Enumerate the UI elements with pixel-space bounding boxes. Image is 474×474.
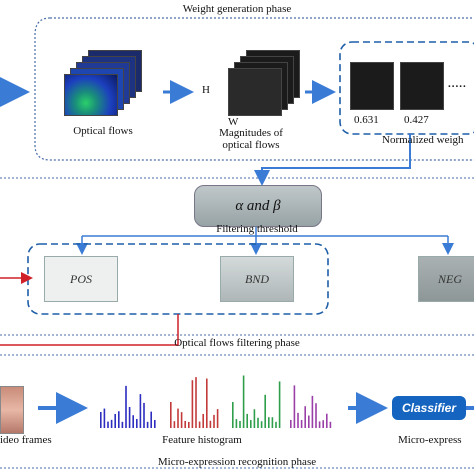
axis-h-label: H	[202, 84, 210, 96]
histogram-bar	[191, 380, 194, 428]
histogram-bar	[136, 418, 138, 428]
weight-thumb-2	[400, 62, 444, 110]
feature-histogram	[100, 375, 332, 428]
histogram-bar	[180, 412, 183, 428]
histogram-bar	[198, 421, 201, 428]
histogram-bar	[235, 419, 238, 428]
histogram-bar	[100, 411, 102, 428]
histogram-bar	[177, 408, 179, 428]
histogram-bar	[293, 385, 296, 428]
alpha-beta-box: α and β	[194, 185, 322, 227]
histogram-bar	[253, 409, 256, 428]
histogram-bar	[311, 395, 314, 428]
optical-flows-label: Optical flows	[73, 125, 133, 137]
histogram-bar	[206, 378, 208, 428]
histogram-bar	[114, 413, 116, 428]
histogram-bar	[257, 417, 259, 428]
histogram-bar	[297, 412, 299, 428]
histogram-bar	[239, 421, 241, 428]
histogram-bar	[278, 381, 281, 428]
histogram-bar	[318, 421, 321, 428]
neg-box: NEG	[418, 256, 474, 302]
histogram-bar	[132, 415, 134, 428]
histogram-bar	[139, 394, 142, 428]
histogram-bar	[304, 406, 306, 428]
video-frames-label: ideo frames	[0, 434, 52, 446]
filtering-phase-title: Optical flows filtering phase	[174, 337, 300, 349]
histogram-bar	[250, 420, 252, 428]
histogram-bar	[125, 385, 127, 428]
normalized-weights-label: Normalized weigh	[382, 134, 464, 146]
weight-thumb-1	[350, 62, 394, 110]
histogram-bar	[154, 420, 156, 428]
histogram-bar	[290, 419, 292, 428]
feature-histogram-label: Feature histogram	[162, 434, 242, 446]
histogram-bar	[173, 421, 176, 428]
histogram-bar	[107, 421, 109, 428]
axis-w-label: W	[228, 116, 239, 128]
histogram-bar	[128, 406, 131, 428]
histogram-bar	[170, 401, 172, 428]
histogram-bar	[121, 421, 124, 428]
histogram-bar	[146, 421, 149, 428]
weight-phase-title: Weight generation phase	[182, 3, 292, 15]
histogram-bar	[110, 419, 113, 428]
histogram-bar	[216, 409, 219, 428]
histogram-bar	[213, 414, 215, 428]
weight-value-2: 0.427	[404, 114, 429, 126]
histogram-bar	[188, 421, 190, 428]
classifier-box: Classifier	[392, 396, 466, 420]
histogram-bar	[326, 413, 328, 428]
histogram-bar	[184, 420, 186, 428]
bnd-box: BND	[220, 256, 294, 302]
video-frame-face	[0, 386, 24, 434]
magnitudes-label: Magnitudes of optical flows	[219, 127, 283, 151]
histogram-bar	[232, 401, 234, 428]
histogram-bar	[260, 421, 263, 428]
histogram-bar	[118, 411, 120, 428]
histogram-bar	[315, 403, 317, 428]
ellipsis: .....	[448, 78, 467, 90]
histogram-bar	[246, 413, 248, 428]
histogram-bar	[329, 421, 332, 428]
micro-expression-label: Micro-express	[398, 434, 462, 446]
histogram-bar	[322, 420, 324, 428]
filtering-threshold-label: Filtering threshold	[216, 223, 298, 235]
pos-box: POS	[44, 256, 118, 302]
histogram-bar	[143, 402, 145, 428]
histogram-bar	[202, 413, 204, 428]
histogram-bar	[264, 394, 266, 428]
histogram-bar	[275, 421, 277, 428]
weight-phase-frame	[34, 17, 474, 161]
recognition-phase-title: Micro-expression recognition phase	[157, 456, 317, 468]
histogram-bar	[308, 415, 310, 428]
histogram-bar	[268, 417, 270, 428]
histogram-bar	[195, 377, 197, 428]
histogram-bar	[150, 411, 152, 428]
histogram-bar	[209, 420, 212, 428]
histogram-bar	[300, 419, 303, 428]
histogram-bar	[103, 408, 106, 428]
histogram-bar	[271, 417, 274, 428]
histogram-bar	[242, 375, 245, 428]
weight-value-1: 0.631	[354, 114, 379, 126]
